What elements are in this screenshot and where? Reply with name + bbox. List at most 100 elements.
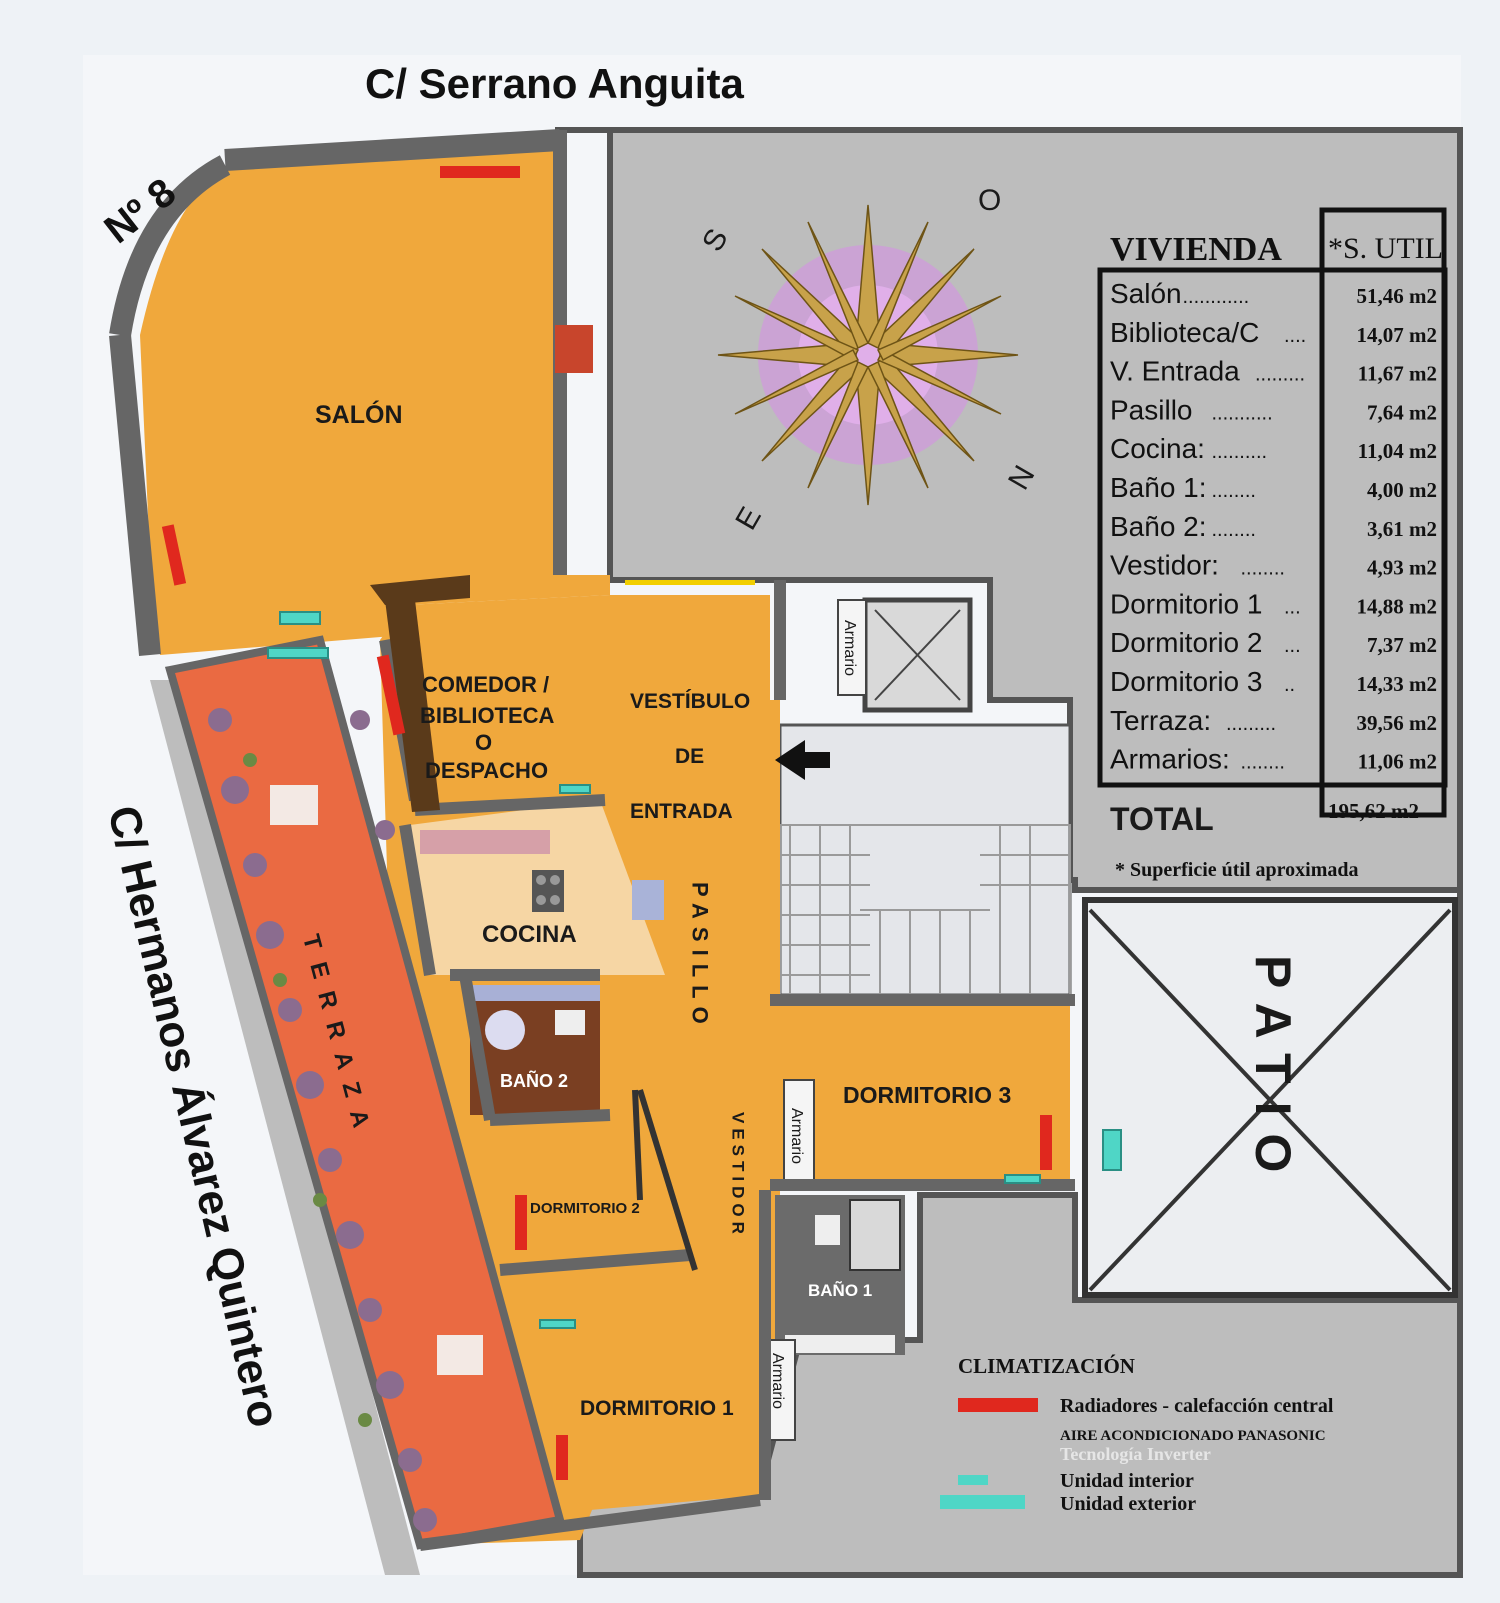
fridge [632,880,664,920]
legend-radiadores: Radiadores - calefacción central [1060,1395,1334,1417]
label-cocina: COCINA [482,921,577,948]
label-vestibulo-1: VESTÍBULO [630,690,750,713]
table-row-leader: ............ [1183,286,1250,308]
dormitorio-1-area [545,1280,765,1535]
label-dormitorio-1: DORMITORIO 1 [580,1397,734,1420]
legend: CLIMATIZACIÓN Radiadores - calefacción c… [940,1354,1334,1515]
armario-1 [837,599,867,696]
table-row-leader: ......... [1226,713,1276,735]
table-row-value: 7,64 m2 [1367,400,1437,424]
table-row-value: 7,37 m2 [1367,633,1437,657]
label-armario-2: Armario [788,1108,805,1164]
label-comedor-2: BIBLIOTECA [420,703,555,728]
table-row-value: 3,61 m2 [1367,517,1437,541]
table-row-label: Dormitorio 1 [1110,588,1262,619]
label-dormitorio-2: DORMITORIO 2 [530,1200,640,1217]
table-row-leader: ........ [1212,519,1256,541]
table-row-label: Biblioteca/C [1110,317,1259,348]
table-row-value: 39,56 m2 [1357,711,1438,735]
legend-title: CLIMATIZACIÓN [958,1354,1135,1378]
table-total-label: TOTAL [1110,801,1214,837]
table-row-label: Cocina: [1110,433,1205,464]
bano-1-toilet [815,1215,840,1245]
table-row-label: Armarios: [1110,744,1230,775]
kitchen-hob [532,870,564,912]
bano-1-shower [849,1199,901,1271]
terraza-area [164,635,566,1550]
table-row-leader: ........ [1241,752,1285,774]
label-vestidor: VESTIDOR [729,1112,748,1239]
table-row-value: 14,07 m2 [1357,323,1438,347]
terrace-table-2 [437,1335,483,1375]
legend-radiator-swatch [958,1398,1038,1412]
label-patio: PATIO [1245,955,1301,1190]
table-body [1097,267,1448,788]
table-row-value: 14,88 m2 [1357,594,1438,618]
compass-o: O [978,184,1001,217]
vestidor-partition [637,1089,698,1271]
radiators [161,166,1052,1480]
table-row-leader: ... [1284,596,1301,618]
street-top-label: C/ Serrano Anguita [365,60,744,107]
terrace-plants [208,708,437,1532]
table-total-value: 195,62 m2 [1328,799,1419,823]
label-vestibulo-2: DE [675,745,704,768]
table-row-leader: ........ [1241,558,1285,580]
table-row-label: Salón [1110,278,1182,309]
table-row-label: Dormitorio 2 [1110,627,1262,658]
table-row-leader: ... [1284,635,1301,657]
entrance-arrow [775,740,830,780]
salon-area [140,150,610,655]
label-comedor-1: COMEDOR / [422,672,549,697]
legend-exterior: Unidad exterior [1060,1493,1196,1515]
stair-landing [778,723,1072,997]
salon-curved-wall [109,155,231,337]
legend-interior-swatch [958,1475,988,1485]
table-row-label: Baño 1: [1110,472,1207,503]
table-row-value: 11,04 m2 [1358,439,1437,463]
legend-aire: AIRE ACONDICIONADO PANASONIC [1060,1428,1326,1444]
table-row-value: 4,00 m2 [1367,478,1437,502]
chimney [555,325,593,373]
table-row-value: 51,46 m2 [1357,284,1438,308]
table-row-leader: .......... [1212,441,1268,463]
table-row-label: Pasillo [1110,394,1192,425]
label-bano-2: BAÑO 2 [500,1070,568,1091]
table-row-value: 4,93 m2 [1367,556,1437,580]
label-armario-1: Armario [841,620,858,676]
bano-2-toilet [555,1010,585,1035]
legend-exterior-swatch [940,1495,1025,1509]
table-row-label: V. Entrada [1110,356,1240,387]
table-row-label: Vestidor: [1110,550,1219,581]
label-pasillo: PASILLO [688,882,713,1032]
label-vestibulo-3: ENTRADA [630,800,733,823]
table-row-value: 14,33 m2 [1357,672,1438,696]
table-row-label: Terraza: [1110,705,1211,736]
label-armario-3: Armario [769,1353,786,1409]
dormitorio-3-area [780,1000,1070,1185]
ac-units [267,611,1122,1329]
table-title: VIVIENDA [1110,231,1282,268]
label-bano-1: BAÑO 1 [808,1280,872,1300]
table-row-leader: ......... [1255,364,1305,386]
table-row-leader: ........ [1212,480,1256,502]
terrace-table-1 [270,785,318,825]
table-row-label: Baño 2: [1110,511,1207,542]
label-dormitorio-3: DORMITORIO 3 [843,1082,1011,1108]
legend-tecnologia: Tecnología Inverter [1060,1444,1211,1464]
table-footnote: * Superficie útil aproximada [1115,859,1359,881]
label-salon: SALÓN [315,399,403,429]
bano-1-bath [785,1335,895,1353]
terrace-greenery [243,753,372,1427]
table-row-value: 11,06 m2 [1358,750,1437,774]
street-strip [150,680,420,1575]
table-row-leader: ........... [1212,402,1273,424]
table-row-label: Dormitorio 3 [1110,666,1262,697]
legend-interior: Unidad interior [1060,1470,1194,1492]
label-comedor-4: DESPACHO [425,758,548,783]
library-shelf-left [385,600,440,812]
table-column-header: *S. UTIL [1328,232,1443,265]
armario-2 [783,1079,815,1181]
bano-2-area [470,985,600,1115]
